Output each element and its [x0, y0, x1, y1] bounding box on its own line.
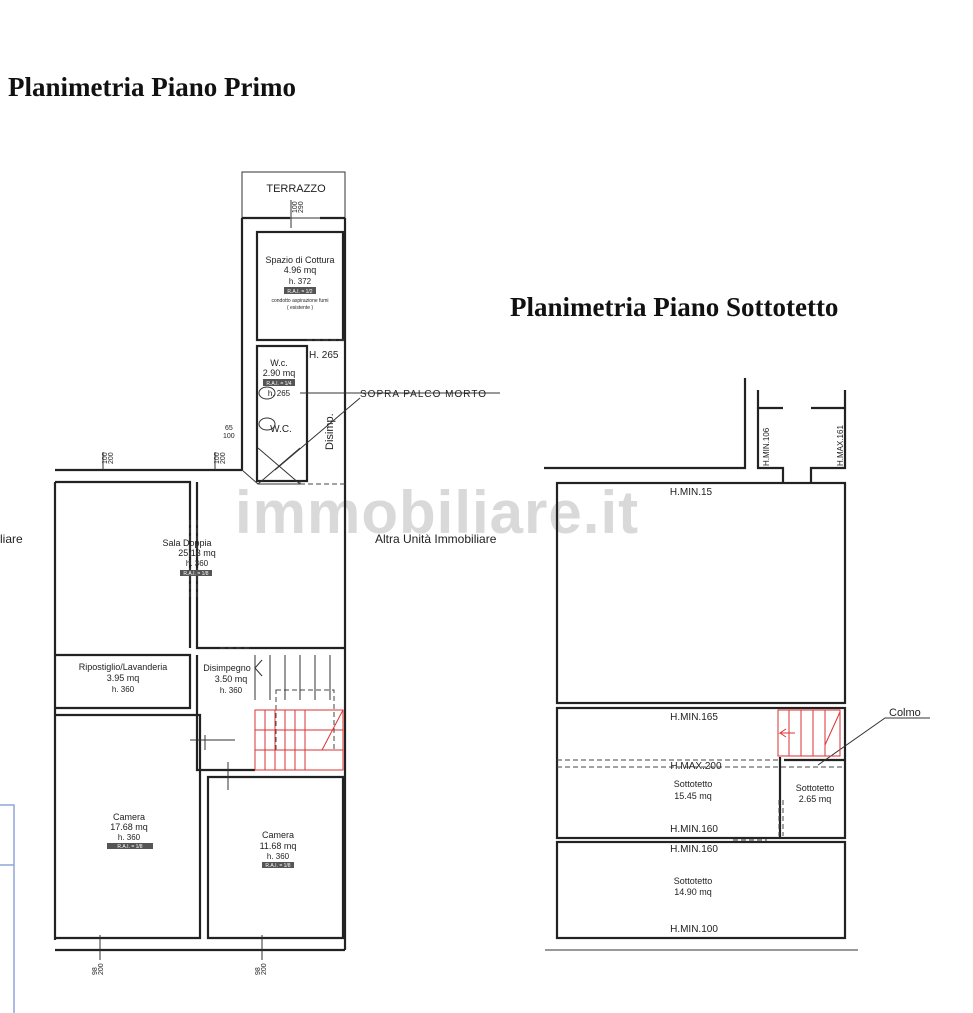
hmax161-label: H.MAX.161	[836, 425, 845, 466]
sottotetto3-name: Sottotetto	[674, 876, 713, 886]
camera1-name: Camera	[113, 812, 145, 822]
watermark: immobiliare.it	[235, 479, 640, 546]
hmin160-a-label: H.MIN.160	[670, 824, 718, 835]
left-unit-label: liare	[0, 532, 23, 546]
sala-height: h. 360	[186, 559, 209, 568]
disimpegno-name: Disimpegno	[203, 663, 251, 673]
sottotetto1-area: 15.45 mq	[674, 791, 712, 801]
wc-name: W.c.	[270, 358, 288, 368]
sottotetto2-name: Sottotetto	[796, 783, 835, 793]
camera1-area: 17.68 mq	[110, 822, 148, 832]
stairs-primo	[254, 655, 344, 771]
toilet-icon	[258, 386, 276, 400]
hmin15-label: H.MIN.15	[670, 487, 713, 498]
stairs-sottotetto	[777, 709, 841, 757]
cottura-note: condotto aspirazione fumi	[272, 298, 329, 304]
wc-badge: R.A.I. = 1/4	[266, 381, 291, 387]
side-frame	[0, 804, 15, 1013]
primo-walls	[53, 171, 500, 960]
sala-name: Sala Doppia	[162, 538, 211, 548]
title-piano-sottotetto: Planimetria Piano Sottotetto	[510, 292, 839, 322]
wc-height: h. 265	[268, 389, 291, 398]
cottura-name: Spazio di Cottura	[265, 255, 334, 265]
camera2-badge: R.A.I. = 1/8	[265, 863, 290, 869]
camera2-height: h. 360	[267, 852, 290, 861]
disimp-label: Disimp.	[324, 413, 336, 450]
palco-morto-label: SOPRA PALCO MORTO	[360, 389, 487, 400]
ripostiglio-area: 3.95 mq	[107, 673, 140, 683]
dim-98-a: 98	[92, 967, 99, 975]
dim-window-2b: 200	[220, 452, 227, 464]
terrazzo-label: TERRAZZO	[266, 183, 326, 195]
sala-badge: R.A.I. = 1/8	[183, 571, 208, 577]
dim-window-2: 100	[214, 452, 221, 464]
dim-window-1b: 200	[108, 452, 115, 464]
camera1-height: h. 360	[118, 833, 141, 842]
sala-area: 25.13 mq	[178, 548, 216, 558]
colmo-label: Colmo	[889, 707, 921, 719]
dim-65: 65	[225, 425, 233, 432]
ripostiglio-height: h. 360	[112, 685, 135, 694]
hmin106-label: H.MIN.106	[762, 427, 771, 466]
sottotetto1-name: Sottotetto	[674, 779, 713, 789]
sottotetto-walls	[544, 378, 930, 951]
cottura-badge: R.A.I. = 1/2	[287, 289, 312, 295]
hmax200-label: H.MAX.200	[670, 761, 722, 772]
cottura-note-2: ( esistente )	[287, 305, 313, 311]
wc-label-2: W.C.	[270, 424, 292, 435]
title-piano-primo: Planimetria Piano Primo	[8, 72, 296, 102]
dim-98-b: 98	[255, 967, 262, 975]
disimpegno-area: 3.50 mq	[215, 674, 248, 684]
ripostiglio-name: Ripostiglio/Lavanderia	[79, 662, 168, 672]
hmin100-label: H.MIN.100	[670, 924, 718, 935]
camera1-badge: R.A.I. = 1/8	[117, 844, 142, 850]
dim-100: 100	[292, 201, 299, 213]
camera2-name: Camera	[262, 830, 294, 840]
camera2-area: 11.68 mq	[260, 841, 297, 851]
dim-200-b: 200	[261, 963, 268, 975]
cottura-area: 4.96 mq	[284, 265, 317, 275]
h265-label: H. 265	[309, 350, 339, 361]
cottura-height: h. 372	[289, 277, 312, 286]
disimpegno-height: h. 360	[220, 686, 243, 695]
wc-area: 2.90 mq	[263, 368, 296, 378]
bidet-icon	[258, 417, 276, 431]
hmin165-label: H.MIN.165	[670, 712, 718, 723]
hmin160-b-label: H.MIN.160	[670, 844, 718, 855]
altra-unita-label: Altra Unità Immobiliare	[375, 532, 497, 546]
sottotetto2-area: 2.65 mq	[799, 794, 832, 804]
sottotetto3-area: 14.90 mq	[674, 887, 712, 897]
dim-200-a: 200	[98, 963, 105, 975]
dim-window-1: 100	[102, 452, 109, 464]
dim-290: 290	[298, 201, 305, 213]
dim-100b: 100	[223, 433, 235, 440]
